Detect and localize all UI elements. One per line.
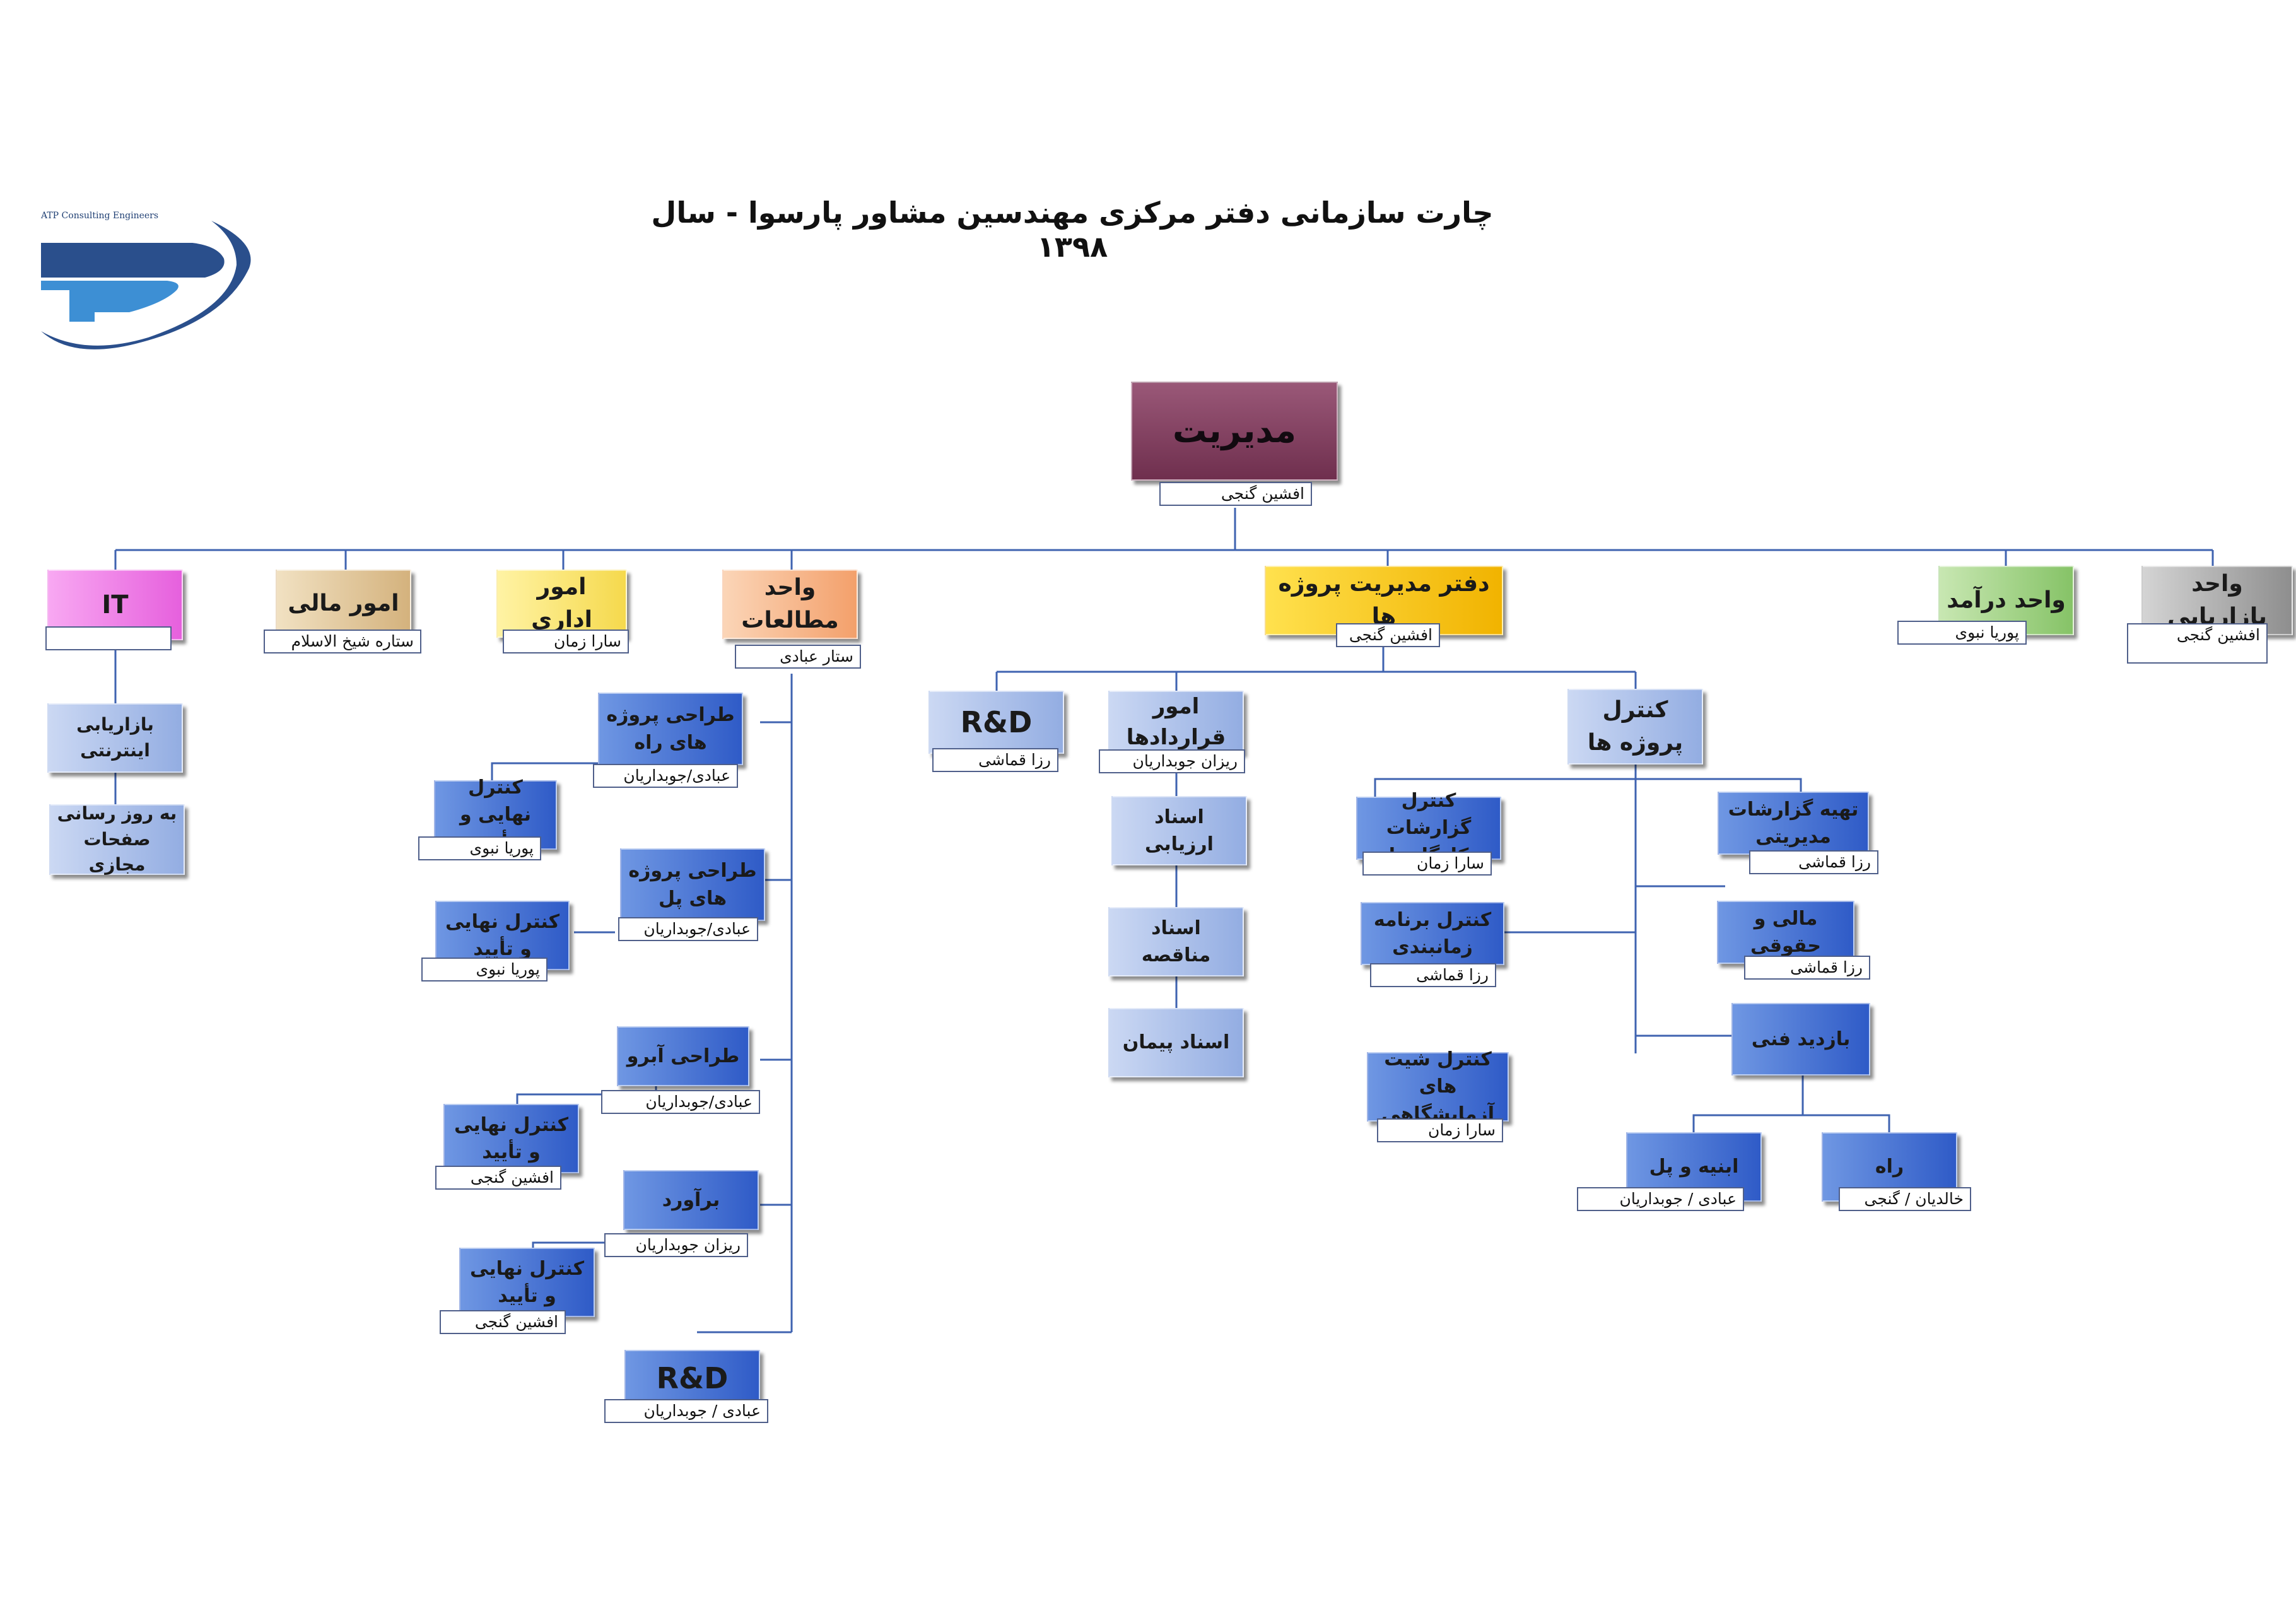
name-schedule-control: رزا قماشی — [1370, 963, 1496, 987]
name-structures: عبادی / جوبداریان — [1577, 1187, 1744, 1211]
node-studies-rd: R&D — [624, 1350, 760, 1407]
name-road: خالدیان / گنجی — [1839, 1187, 1971, 1211]
node-pmo-rd: R&D — [928, 691, 1064, 754]
name-pmo-rd: رزا قماشی — [932, 748, 1058, 772]
node-mgmt-reports: تهیه گزارشات مدیریتی — [1718, 792, 1869, 855]
node-admin: امور اداری — [496, 570, 627, 638]
node-final-check-4: کنترل نهایی و تأیید — [459, 1248, 595, 1317]
name-studies: ستار عبادی — [735, 645, 861, 669]
node-tech-visit: بازدید فنی — [1731, 1003, 1870, 1075]
name-final-check-4: افشین گنجی — [440, 1310, 566, 1334]
name-site-reports: سارا زمان — [1362, 852, 1492, 876]
node-assessment-docs: اسناد ارزیابی — [1111, 796, 1247, 865]
name-lab-control: سارا زمان — [1377, 1118, 1503, 1142]
name-estimate: ریزان جوبداریان — [604, 1233, 748, 1257]
page-title: چارت سازمانی دفتر مرکزی مهندسین مشاور پا… — [651, 196, 1494, 264]
name-it — [45, 626, 172, 650]
node-studies: واحد مطالعات — [722, 570, 858, 639]
name-admin: سارا زمان — [503, 630, 629, 653]
node-contracts: امور قراردادها — [1108, 691, 1244, 754]
name-management: افشین گنجی — [1159, 482, 1312, 506]
name-contracts: ریزان جوبداریان — [1099, 749, 1245, 773]
name-road-design: عبادی/جوبداریان — [593, 764, 738, 788]
name-final-check-3: افشین گنجی — [435, 1166, 561, 1190]
node-finance: امور مالی — [276, 570, 411, 638]
node-bridge-design: طراحی پروژه های پل — [620, 848, 765, 921]
name-marketing: افشین گنجی — [2127, 623, 2268, 664]
node-payroll: مالی و حقوقی — [1717, 901, 1854, 964]
node-social-update: به روز رسانی صفحات مجازی — [49, 803, 185, 875]
node-project-control: کنترل پروژه ها — [1567, 689, 1703, 765]
node-internet-marketing: بازاریابی اینترنتی — [47, 703, 183, 773]
name-payroll: رزا قماشی — [1744, 956, 1870, 980]
name-final-check-2: پوریا نبوی — [421, 958, 548, 981]
node-schedule-control: کنترل برنامه زمانبندی — [1361, 902, 1504, 965]
name-bridge-design: عبادی/جوبداریان — [618, 917, 758, 941]
node-lab-control: کنترل شیت های آزمایشگاهی — [1367, 1048, 1509, 1125]
logo-text: ATP Consulting Engineers — [41, 211, 159, 221]
company-logo — [41, 221, 251, 349]
name-water-design: عبادی/جوبداریان — [601, 1090, 760, 1114]
name-studies-rd: عبادی / جوبداریان — [604, 1399, 768, 1423]
name-finance: ستاره شیخ الاسلام — [264, 630, 421, 653]
name-final-check-1: پوریا نبوی — [418, 836, 541, 860]
node-final-check-3: کنترل نهایی و تأیید — [443, 1104, 579, 1173]
name-income: پوریا نبوی — [1897, 621, 2027, 645]
node-estimate: برآورد — [623, 1170, 759, 1230]
name-mgmt-reports: رزا قماشی — [1749, 850, 1878, 874]
node-water-design: طراحی آبرو — [617, 1026, 749, 1086]
node-road-design: طراحی پروژه های راه — [598, 693, 743, 765]
node-site-reports: کنترل گزارشات کارگاهها — [1356, 790, 1501, 867]
node-tender-docs: اسناد مناقصه — [1108, 907, 1244, 976]
name-pmo: افشین گنجی — [1336, 623, 1440, 647]
node-contract-docs: اسناد پیمان — [1108, 1008, 1244, 1077]
node-management: مدیریت — [1131, 382, 1338, 481]
